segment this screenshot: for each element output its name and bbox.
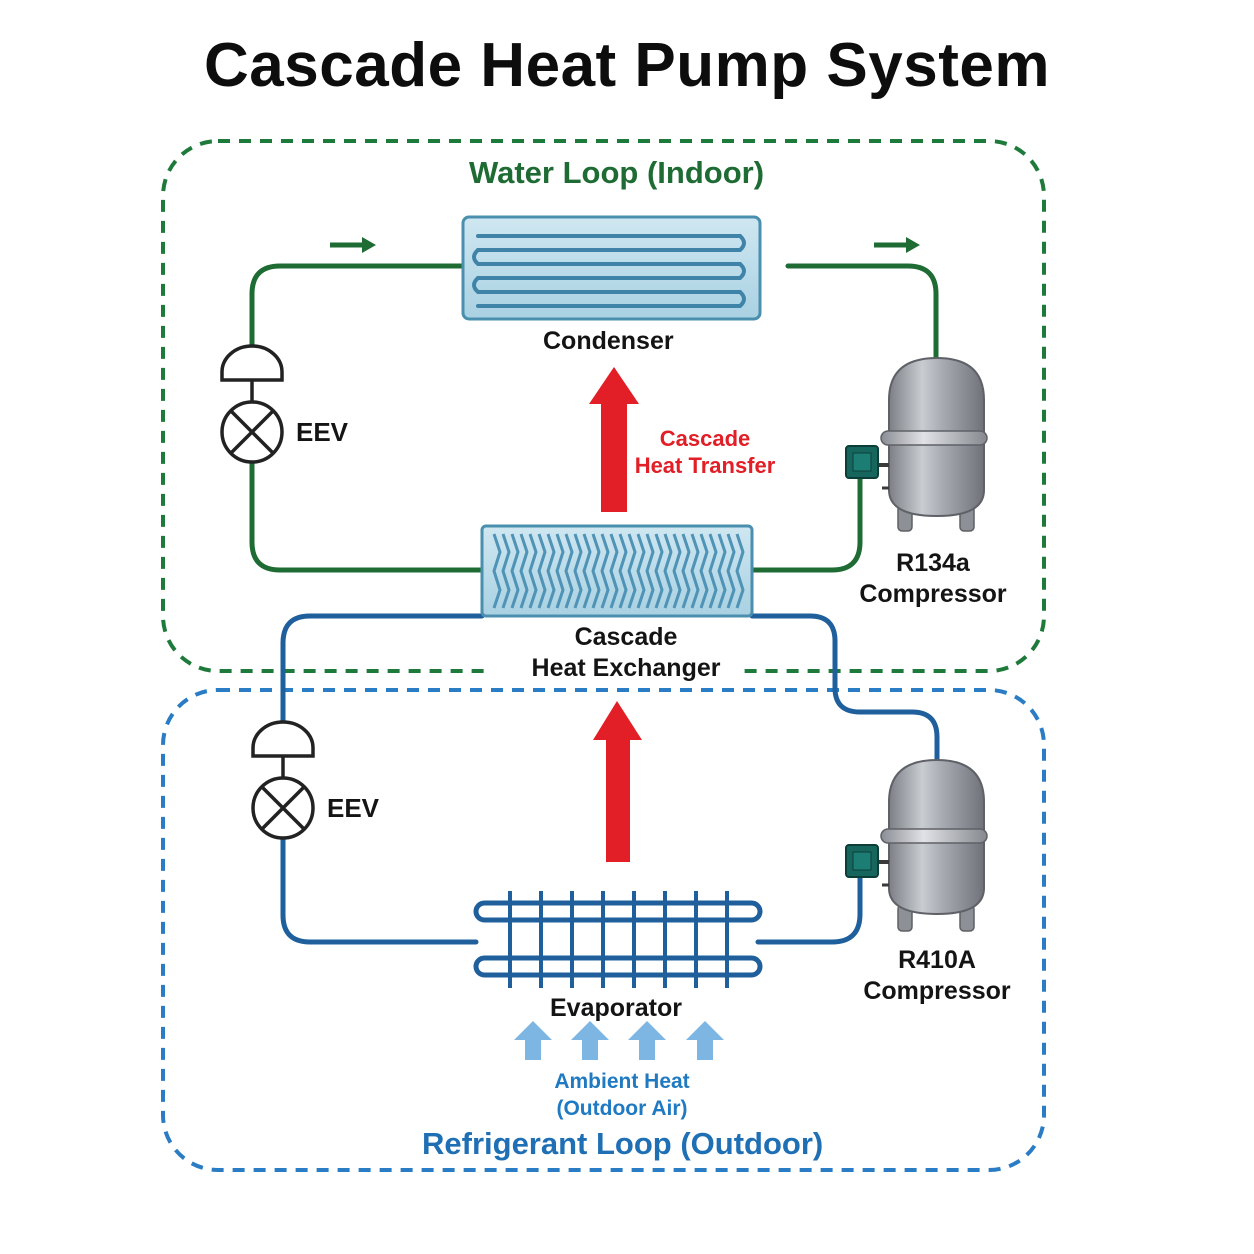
exchanger-fin [546, 533, 556, 609]
eev-valve-lower-icon [251, 720, 315, 840]
refrigerant-loop-label: Refrigerant Loop (Outdoor) [422, 1126, 824, 1161]
water-loop-piping [249, 263, 939, 573]
exchanger-fin [519, 533, 529, 609]
evaporator-label: Evaporator [550, 994, 682, 1022]
exchanger-fin [645, 533, 655, 609]
exchanger-fin [510, 533, 520, 609]
ambient-air-arrow-1 [514, 1021, 552, 1060]
exchanger-fin [582, 533, 592, 609]
r134a-compressor-line1: R134a [896, 549, 970, 577]
exchanger-fin [735, 533, 745, 609]
exchanger-fin [501, 533, 511, 609]
r134a-compressor-line2: Compressor [859, 580, 1007, 608]
page-title: Cascade Heat Pump System [204, 31, 1050, 100]
cascade-heat-arrow-lower [593, 701, 642, 862]
cascade-heat-exchanger-line2: Heat Exchanger [531, 654, 721, 682]
eev-valve-upper-icon [220, 344, 284, 464]
cascade-heat-arrow-upper [589, 367, 639, 512]
cascade-heat-exchanger-line1: Cascade [574, 623, 678, 651]
r410a-compressor-label: R410A Compressor [837, 945, 1037, 1007]
exchanger-fin [717, 533, 727, 609]
exchanger-fin [564, 533, 574, 609]
evaporator-unit [473, 891, 763, 988]
exchanger-fin [627, 533, 637, 609]
exchanger-fin [699, 533, 709, 609]
exchanger-fin [573, 533, 583, 609]
r410a-compressor-line2: Compressor [863, 977, 1011, 1005]
condenser-label: Condenser [543, 327, 674, 355]
refrigerant-loop-piping [280, 613, 940, 945]
r134a-compressor-label: R134a Compressor [833, 548, 1033, 610]
ambient-air-arrows [514, 1021, 724, 1060]
cascade-heat-exchanger-unit [480, 524, 754, 618]
water-flow-arrow-right [874, 237, 920, 253]
eev-upper-label: EEV [296, 417, 349, 447]
ambient-air-arrow-2 [571, 1021, 609, 1060]
ambient-air-arrow-3 [628, 1021, 666, 1060]
ambient-heat-line1: Ambient Heat [554, 1070, 690, 1093]
exchanger-fin [609, 533, 619, 609]
r410a-compressor-line1: R410A [898, 946, 976, 974]
exchanger-fin [672, 533, 682, 609]
exchanger-fin [555, 533, 565, 609]
eev-lower-label: EEV [327, 793, 380, 823]
exchanger-fin [681, 533, 691, 609]
cascade-heat-transfer-line1: Cascade [659, 426, 751, 451]
exchanger-fin [618, 533, 628, 609]
condenser-unit [461, 215, 762, 321]
exchanger-fin [708, 533, 718, 609]
exchanger-fin [492, 533, 502, 609]
cascade-heat-transfer-line2: Heat Transfer [634, 453, 776, 478]
exchanger-fin [726, 533, 736, 609]
r410a-compressor-icon [845, 758, 988, 932]
ambient-heat-label: Ambient Heat (Outdoor Air) [522, 1068, 722, 1122]
water-loop-label: Water Loop (Indoor) [469, 155, 765, 190]
refrigerant-loop-boundary [161, 688, 1046, 1172]
ambient-air-arrow-4 [686, 1021, 724, 1060]
ambient-heat-line2: (Outdoor Air) [556, 1097, 688, 1120]
r134a-compressor-icon [845, 356, 988, 532]
exchanger-fin [591, 533, 601, 609]
exchanger-fin [654, 533, 664, 609]
exchanger-fin [600, 533, 610, 609]
water-flow-arrow-left [330, 237, 376, 253]
label-gap [488, 662, 740, 680]
cascade-heat-transfer-label: Cascade Heat Transfer [620, 425, 790, 479]
exchanger-fin [537, 533, 547, 609]
exchanger-fin [636, 533, 646, 609]
exchanger-fin [528, 533, 538, 609]
exchanger-fin [663, 533, 673, 609]
cascade-heat-exchanger-label: Cascade Heat Exchanger [508, 622, 744, 684]
exchanger-fin [690, 533, 700, 609]
